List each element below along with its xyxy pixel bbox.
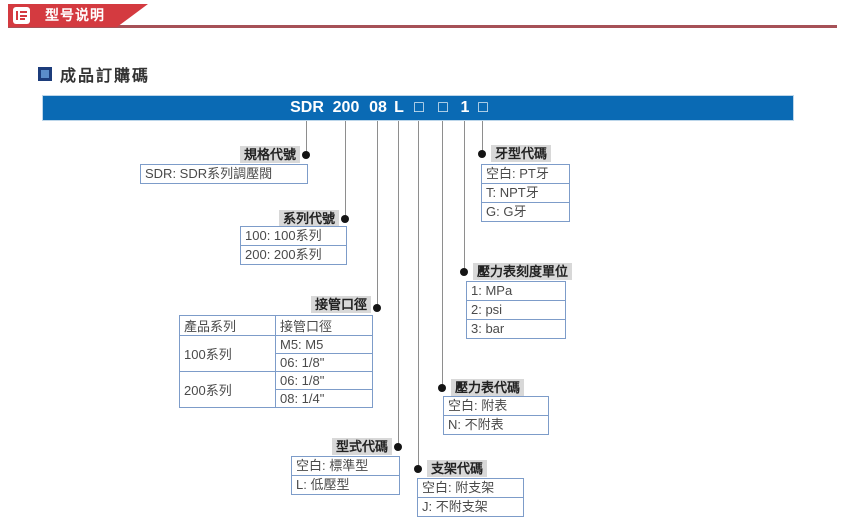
table-row: 06: 1/8" [180, 353, 373, 372]
option-row: 空白: 附表 [448, 398, 508, 413]
code-segment-series: 200 [332, 99, 360, 116]
code-segment-port: 08 [369, 99, 387, 116]
header-tab: 型号说明 [8, 4, 148, 27]
bullet-icon-type [394, 443, 402, 451]
drop-line-bracket [418, 121, 419, 469]
table-cell: 08: 1/4" [275, 389, 373, 408]
code-segment-bracket: □ [414, 99, 424, 116]
option-row: T: NPT牙 [482, 183, 569, 202]
label-port-size: 接管口徑 [310, 296, 371, 313]
section-bullet-icon [38, 67, 52, 81]
options-spec-code: SDR: SDR系列調壓閥 [140, 164, 308, 184]
port-size-table: 產品系列 接管口徑 100系列 M5: M5 06: 1/8" 200系列 06… [179, 315, 373, 408]
bullet-icon-thread [478, 150, 486, 158]
table-cell: 100系列 [179, 335, 276, 372]
option-row: 200: 200系列 [241, 245, 346, 264]
drop-line-scale-unit [464, 121, 465, 272]
bullet-icon-spec [302, 151, 310, 159]
table-row: 08: 1/4" [180, 389, 373, 408]
bullet-icon-series [341, 215, 349, 223]
code-segment-spec: SDR [290, 99, 324, 116]
label-type-code: 型式代碼 [331, 438, 392, 455]
table-row: 100系列 M5: M5 [179, 335, 373, 372]
option-row: 3: bar [467, 319, 565, 338]
header-tab-label: 型号说明 [45, 7, 105, 23]
options-series-code: 100: 100系列 200: 200系列 [240, 226, 347, 265]
option-row: J: 不附支架 [418, 497, 523, 516]
label-series-code: 系列代號 [278, 210, 339, 227]
code-segment-scale-unit: 1 [460, 99, 470, 116]
table-header-cell: 接管口徑 [275, 315, 373, 336]
code-segment-gauge: □ [438, 99, 448, 116]
table-cell: 200系列 [179, 371, 276, 408]
option-row: G: G牙 [482, 202, 569, 221]
bullet-icon-port [373, 304, 381, 312]
label-thread-code: 牙型代碼 [491, 145, 552, 162]
options-gauge-code: 空白: 附表 N: 不附表 [443, 396, 549, 435]
table-cell: 06: 1/8" [275, 371, 373, 390]
options-scale-unit-code: 1: MPa 2: psi 3: bar [466, 281, 566, 339]
option-row: N: 不附表 [444, 415, 548, 434]
table-cell: M5: M5 [275, 335, 373, 354]
table-header-cell: 產品系列 [179, 315, 276, 336]
header-underline [8, 25, 837, 28]
bullet-icon-bracket [414, 465, 422, 473]
table-row: 產品系列 接管口徑 [179, 315, 373, 336]
option-row: 1: MPa [471, 283, 513, 298]
drop-line-port [377, 121, 378, 308]
document-icon [13, 7, 30, 24]
order-code-bar: SDR 200 08 L □ □ 1 □ [42, 95, 794, 121]
label-bracket-code: 支架代碼 [427, 460, 488, 477]
option-row: SDR: SDR系列調壓閥 [145, 166, 273, 181]
options-thread-code: 空白: PT牙 T: NPT牙 G: G牙 [481, 164, 570, 222]
option-row: 空白: PT牙 [486, 166, 549, 181]
options-type-code: 空白: 標準型 L: 低壓型 [291, 456, 400, 495]
option-row: 空白: 附支架 [422, 480, 495, 495]
table-row: 200系列 06: 1/8" [179, 371, 373, 408]
label-spec-code: 規格代號 [239, 146, 300, 163]
bullet-icon-scale-unit [460, 268, 468, 276]
option-row: 空白: 標準型 [296, 458, 369, 473]
table-cell: 06: 1/8" [275, 353, 373, 372]
code-segment-thread: □ [478, 99, 488, 116]
bullet-icon-gauge [438, 384, 446, 392]
label-scale-unit-code: 壓力表刻度單位 [473, 263, 573, 280]
section-title: 成品訂購碼 [60, 68, 151, 85]
drop-line-gauge [442, 121, 443, 388]
label-gauge-code: 壓力表代碼 [451, 379, 525, 396]
drop-line-series [345, 121, 346, 219]
option-row: 2: psi [467, 300, 565, 319]
drop-line-type [398, 121, 399, 447]
options-bracket-code: 空白: 附支架 J: 不附支架 [417, 478, 524, 517]
code-segment-type: L [394, 99, 404, 116]
option-row: 100: 100系列 [245, 228, 322, 243]
drop-line-spec [306, 121, 307, 155]
option-row: L: 低壓型 [292, 475, 399, 494]
drop-line-thread [482, 121, 483, 154]
